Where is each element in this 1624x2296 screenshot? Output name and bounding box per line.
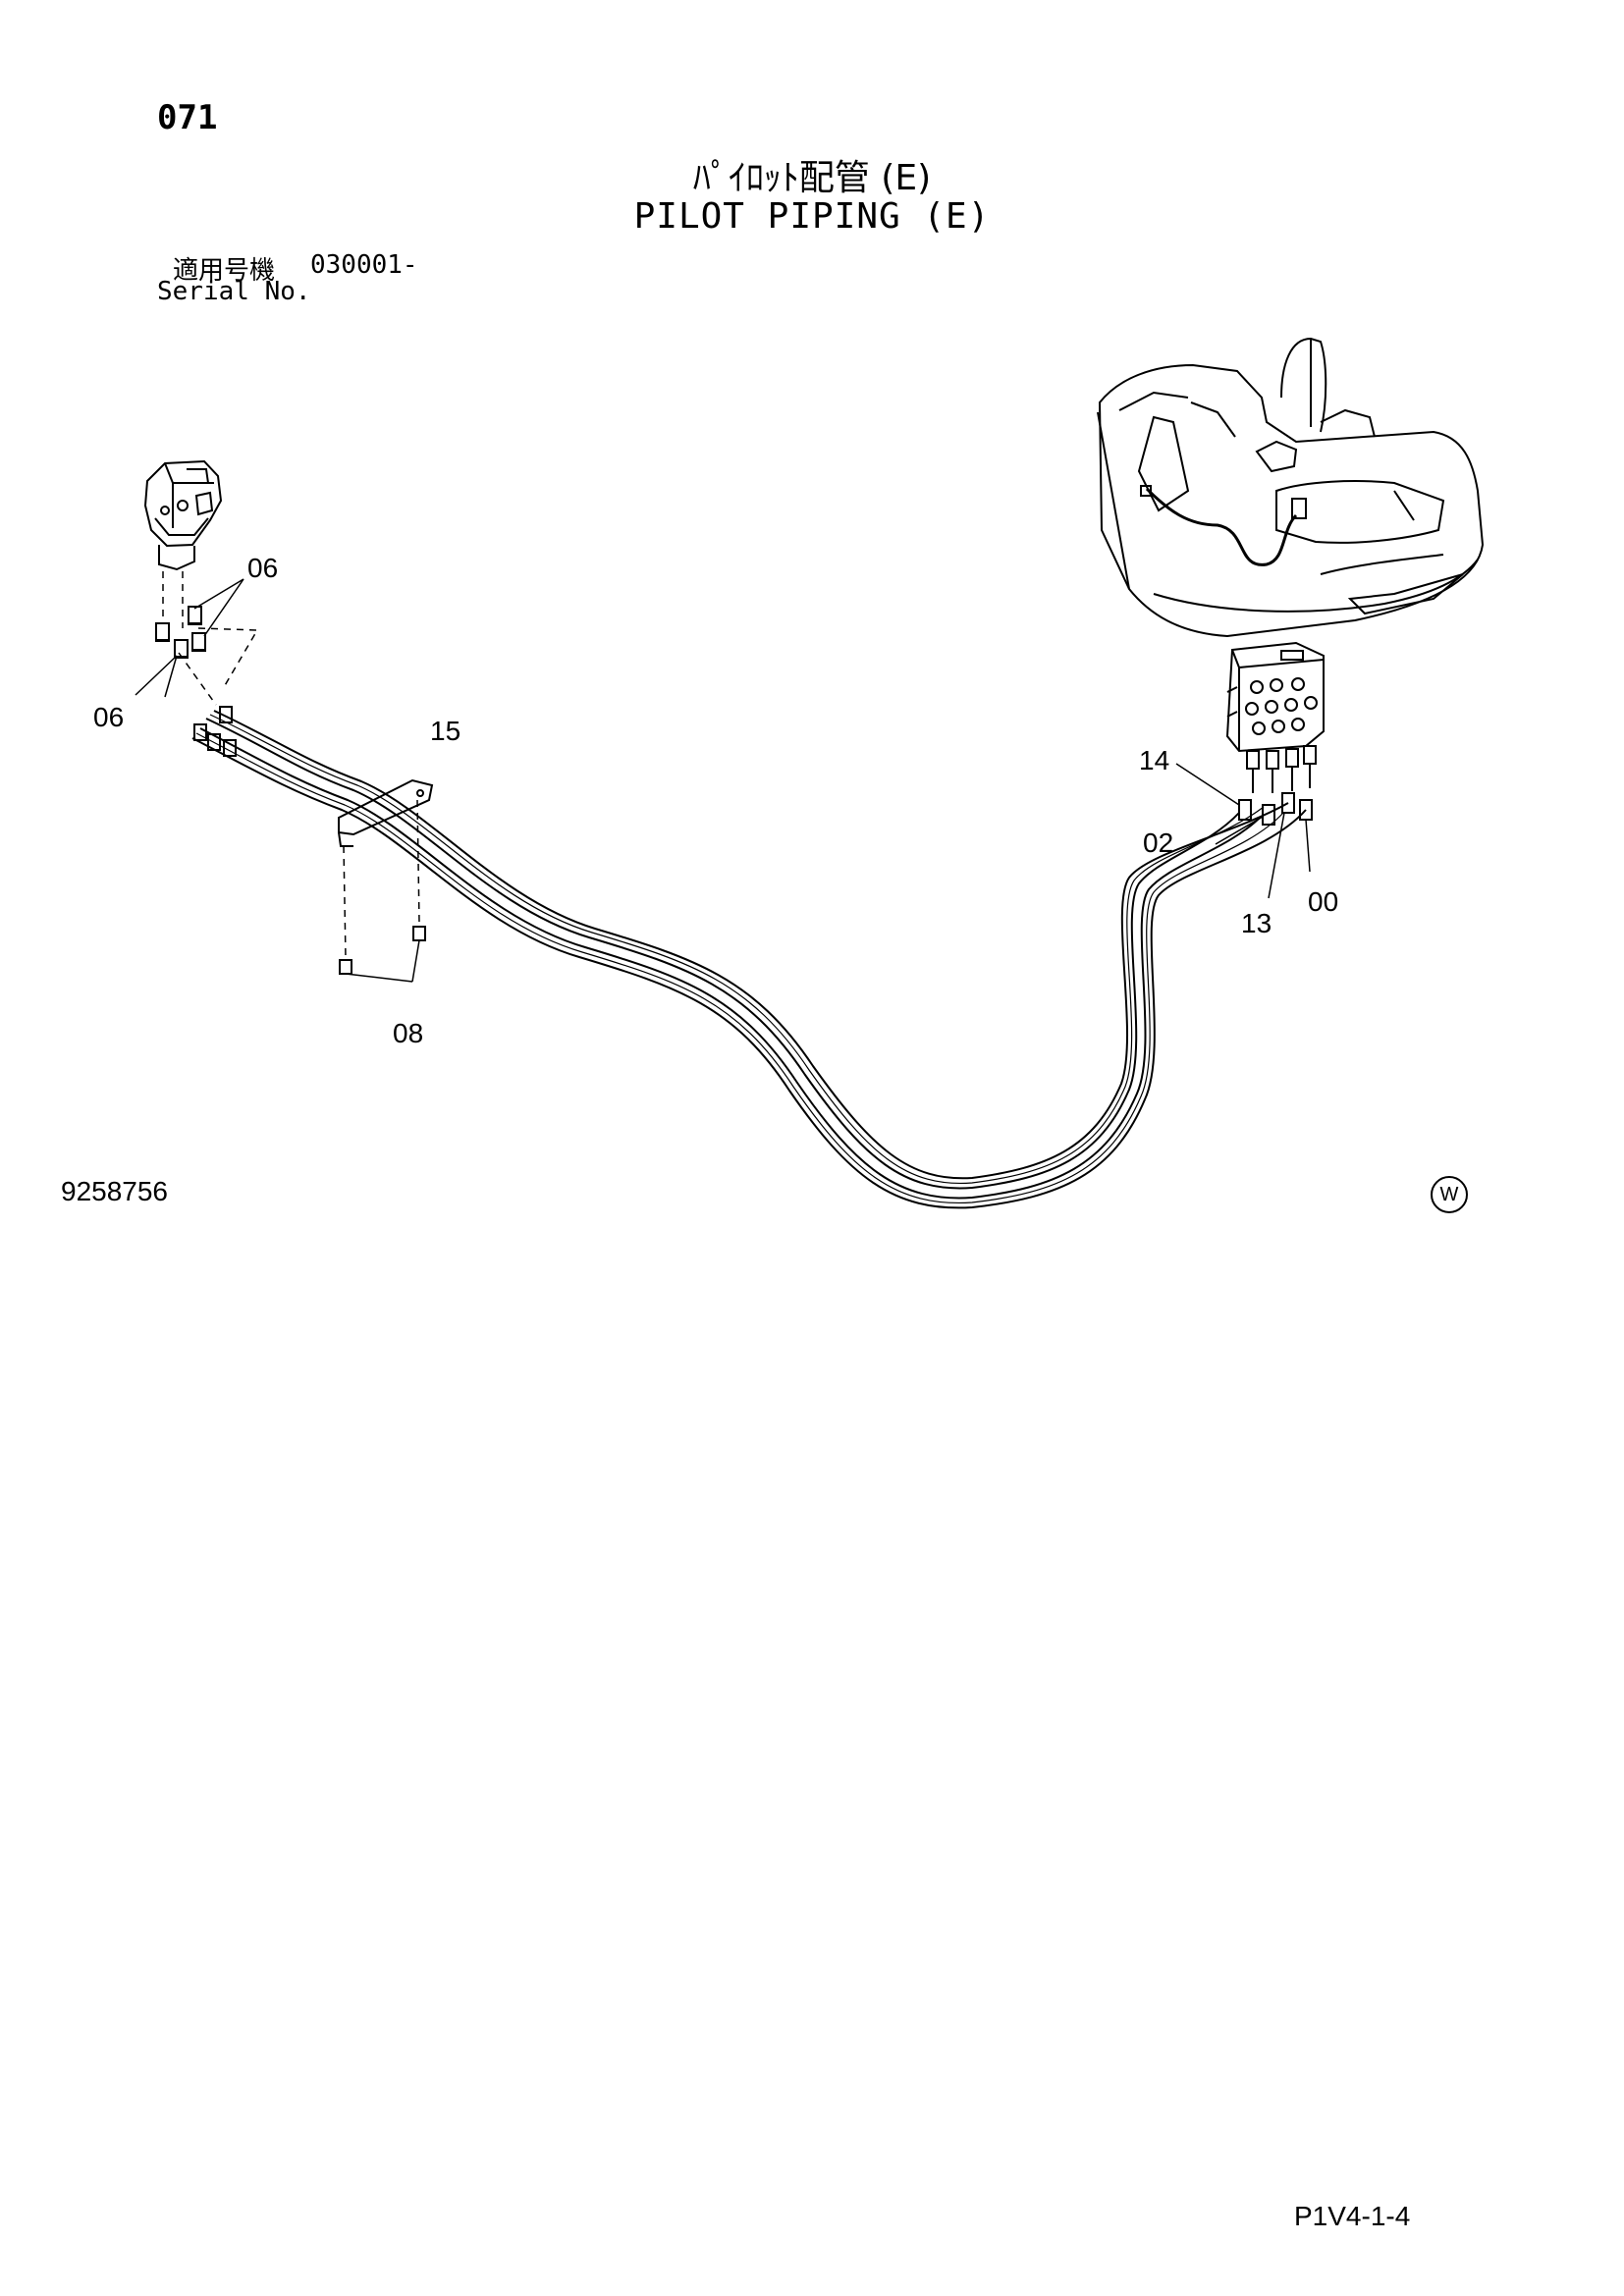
pilot-hoses xyxy=(191,710,1307,1209)
callout-00: 00 xyxy=(1308,886,1338,917)
title-japanese: ﾊﾟｲﾛｯﾄ配管 (E) xyxy=(692,158,932,198)
valve-fittings xyxy=(155,606,237,757)
page-code: P1V4-1-4 xyxy=(1294,2201,1411,2231)
callout-15: 15 xyxy=(430,716,460,746)
bracket-bolt-lines xyxy=(343,799,420,958)
serial-value: 030001- xyxy=(310,250,418,280)
title-english: PILOT PIPING (E) xyxy=(633,196,991,237)
page-number: 071 xyxy=(157,98,218,137)
excavator-location-view xyxy=(1097,337,1485,638)
callout-06-upper: 06 xyxy=(247,553,278,583)
callout-leaders xyxy=(135,578,1311,983)
manufacturer-mark: W xyxy=(1431,1176,1468,1213)
callout-08: 08 xyxy=(393,1018,423,1048)
bracket-bolts xyxy=(339,926,426,975)
pilot-piping-diagram: 06 06 15 08 14 02 13 00 xyxy=(93,337,1485,1209)
serial-label-english: Serial No. xyxy=(157,277,311,306)
callout-06-lower: 06 xyxy=(93,702,124,732)
pilot-valve xyxy=(143,459,223,571)
valve-leader-lines xyxy=(162,571,259,706)
serial-label-japanese: 適用号機 xyxy=(173,256,276,286)
control-valve-block xyxy=(1225,641,1325,793)
callout-13: 13 xyxy=(1241,908,1272,938)
callout-02: 02 xyxy=(1143,828,1173,858)
hose-bracket xyxy=(338,778,434,847)
callout-14: 14 xyxy=(1139,745,1169,775)
drawing-number: 9258756 xyxy=(61,1176,169,1206)
